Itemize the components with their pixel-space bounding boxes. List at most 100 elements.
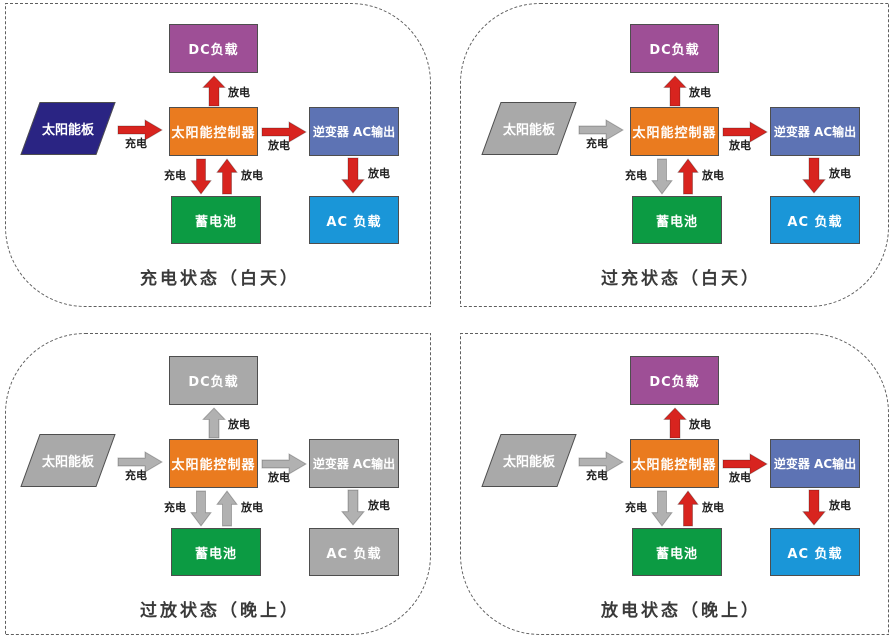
ac-load-box: AC 负载 — [309, 196, 399, 244]
discharge-arrow-label: 放电 — [829, 499, 851, 512]
controller-label: 太阳能控制器 — [171, 458, 256, 473]
controller-box: 太阳能控制器 — [169, 439, 258, 488]
solar-panel-label: 太阳能板 — [41, 123, 94, 138]
panel-overdischarge-night: 太阳能板 充电 DC负载 放电 太阳能控制器 放电 逆变器 AC输出 — [0, 319, 446, 638]
panel-dashed-border — [460, 3, 889, 307]
solar-panel-shape: 太阳能板 — [481, 102, 577, 155]
solar-panel-shape: 太阳能板 — [481, 434, 577, 487]
panel-dashed-border — [460, 333, 889, 635]
panel-caption: 过放状态（晚上） — [140, 601, 300, 621]
battery-box: 蓄电池 — [171, 528, 261, 576]
dc-load-label: DC负载 — [649, 43, 700, 58]
controller-label: 太阳能控制器 — [171, 126, 256, 141]
charge-arrow-controller-to-battery — [190, 158, 212, 195]
dc-load-box: DC负载 — [630, 356, 719, 405]
discharge-arrow-controller-to-dc — [662, 75, 688, 107]
discharge-arrow-label: 放电 — [228, 86, 250, 99]
discharge-arrow-label: 放电 — [268, 471, 290, 484]
discharge-arrow-battery-to-controller — [216, 158, 238, 195]
charge-arrow-controller-to-battery — [651, 490, 673, 527]
controller-box: 太阳能控制器 — [630, 107, 719, 156]
panel-overcharge-day: 太阳能板 充电 DC负载 放电 太阳能控制器 放电 逆变器 AC输出 — [445, 0, 891, 319]
discharge-arrow-label: 放电 — [689, 418, 711, 431]
discharge-arrow-label: 放电 — [368, 167, 390, 180]
inverter-box: 逆变器 AC输出 — [770, 107, 860, 156]
discharge-arrow-label: 放电 — [689, 86, 711, 99]
panel-dashed-border — [5, 333, 431, 635]
discharge-arrow-controller-to-inverter — [722, 121, 768, 143]
charge-arrow-label: 充电 — [625, 169, 647, 182]
discharge-arrow-battery-to-controller — [677, 158, 699, 195]
charge-arrow-label: 充电 — [625, 501, 647, 514]
inverter-box: 逆变器 AC输出 — [309, 439, 399, 488]
dc-load-label: DC负载 — [188, 375, 239, 390]
dc-load-box: DC负载 — [169, 24, 258, 73]
inverter-label: 逆变器 AC输出 — [773, 457, 857, 471]
charge-arrow-solar-to-controller — [578, 451, 624, 473]
dc-load-label: DC负载 — [188, 43, 239, 58]
charge-arrow-controller-to-battery — [190, 490, 212, 527]
panel-charging-day: 太阳能板 充电 DC负载 放电 太阳能控制器 放电 逆变器 AC输出 — [0, 0, 446, 319]
charge-arrow-label: 充电 — [164, 169, 186, 182]
battery-label: 蓄电池 — [194, 546, 237, 562]
discharge-arrow-battery-to-controller — [216, 490, 238, 527]
discharge-arrow-controller-to-dc — [201, 407, 227, 439]
inverter-box: 逆变器 AC输出 — [309, 107, 399, 156]
dc-load-box: DC负载 — [169, 356, 258, 405]
solar-panel-shape: 太阳能板 — [20, 102, 116, 155]
ac-load-label: AC 负载 — [787, 546, 843, 562]
dc-load-box: DC负载 — [630, 24, 719, 73]
inverter-label: 逆变器 AC输出 — [312, 457, 396, 471]
battery-label: 蓄电池 — [194, 214, 237, 230]
discharge-arrow-controller-to-dc — [201, 75, 227, 107]
controller-label: 太阳能控制器 — [632, 126, 717, 141]
panel-dashed-border — [5, 3, 431, 307]
discharge-arrow-inverter-to-ac — [801, 489, 827, 526]
controller-box: 太阳能控制器 — [169, 107, 258, 156]
discharge-arrow-label: 放电 — [729, 471, 751, 484]
discharge-arrow-inverter-to-ac — [801, 157, 827, 194]
discharge-arrow-label: 放电 — [268, 139, 290, 152]
ac-load-box: AC 负载 — [770, 528, 860, 576]
battery-box: 蓄电池 — [632, 196, 722, 244]
battery-label: 蓄电池 — [655, 214, 698, 230]
ac-load-box: AC 负载 — [309, 528, 399, 576]
solar-panel-label: 太阳能板 — [502, 123, 555, 138]
controller-label: 太阳能控制器 — [632, 458, 717, 473]
charge-arrow-solar-to-controller — [578, 119, 624, 141]
discharge-arrow-label: 放电 — [368, 499, 390, 512]
discharge-arrow-inverter-to-ac — [340, 157, 366, 194]
discharge-arrow-label: 放电 — [228, 418, 250, 431]
battery-box: 蓄电池 — [171, 196, 261, 244]
charge-arrow-solar-to-controller — [117, 119, 163, 141]
inverter-box: 逆变器 AC输出 — [770, 439, 860, 488]
discharge-arrow-label: 放电 — [729, 139, 751, 152]
solar-panel-label: 太阳能板 — [41, 455, 94, 470]
charge-arrow-label: 充电 — [125, 137, 147, 150]
ac-load-label: AC 负载 — [326, 214, 382, 230]
charge-arrow-label: 充电 — [125, 469, 147, 482]
charge-arrow-label: 充电 — [164, 501, 186, 514]
panel-discharge-night: 太阳能板 充电 DC负载 放电 太阳能控制器 放电 逆变器 AC输出 — [445, 319, 891, 638]
panel-caption: 放电状态（晚上） — [601, 601, 761, 621]
charge-arrow-controller-to-battery — [651, 158, 673, 195]
solar-panel-shape: 太阳能板 — [20, 434, 116, 487]
discharge-arrow-controller-to-inverter — [261, 121, 307, 143]
panel-caption: 过充状态（白天） — [601, 269, 761, 289]
discharge-arrow-controller-to-dc — [662, 407, 688, 439]
dc-load-label: DC负载 — [649, 375, 700, 390]
controller-box: 太阳能控制器 — [630, 439, 719, 488]
discharge-arrow-label: 放电 — [241, 169, 263, 182]
ac-load-label: AC 负载 — [787, 214, 843, 230]
battery-label: 蓄电池 — [655, 546, 698, 562]
discharge-arrow-inverter-to-ac — [340, 489, 366, 526]
panel-caption: 充电状态（白天） — [140, 269, 300, 289]
inverter-label: 逆变器 AC输出 — [773, 125, 857, 139]
charge-arrow-label: 充电 — [586, 469, 608, 482]
solar-panel-label: 太阳能板 — [502, 455, 555, 470]
discharge-arrow-label: 放电 — [241, 501, 263, 514]
discharge-arrow-controller-to-inverter — [261, 453, 307, 475]
discharge-arrow-battery-to-controller — [677, 490, 699, 527]
battery-box: 蓄电池 — [632, 528, 722, 576]
